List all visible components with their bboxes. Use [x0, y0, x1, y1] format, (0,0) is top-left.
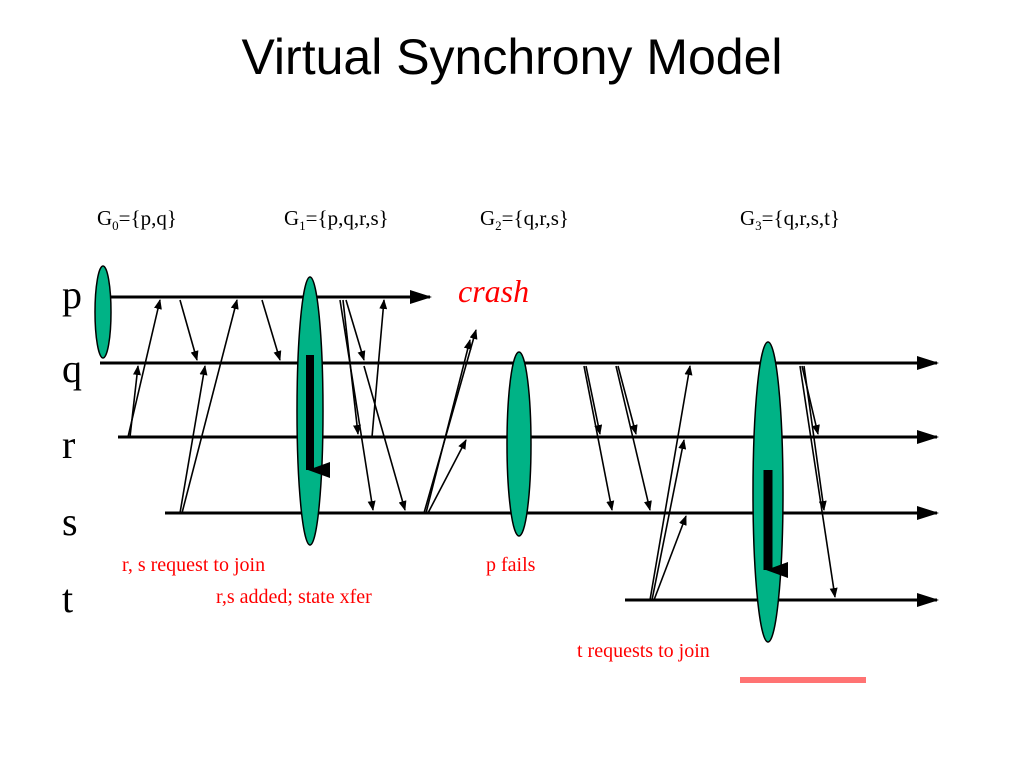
message-arrow: [585, 365, 603, 435]
message-arrow: [425, 339, 472, 514]
annotation-rs-request: r, s request to join: [122, 554, 265, 576]
messages-g1: [339, 299, 478, 514]
group-label-g1: G1={p,q,r,s}: [284, 206, 389, 233]
process-label-p: p: [62, 272, 82, 317]
message-arrow: [615, 365, 652, 511]
message-arrow: [179, 365, 208, 514]
group-label-g3: G3={q,r,s,t}: [740, 206, 840, 233]
slide-title: Virtual Synchrony Model: [241, 29, 783, 85]
messages-g0: [127, 299, 282, 514]
messages-g2: [583, 365, 693, 601]
message-arrow: [342, 299, 361, 435]
message-arrow: [129, 365, 141, 438]
message-arrow: [261, 299, 282, 361]
process-label-r: r: [62, 422, 75, 467]
crash-label: crash: [458, 273, 529, 309]
message-arrow: [345, 299, 366, 361]
message-arrow: [617, 365, 638, 435]
clipped-annotation-fragment: [740, 677, 866, 683]
message-arrow: [649, 365, 693, 601]
annotation-rs-added: r,s added; state xfer: [216, 586, 372, 608]
message-arrow: [363, 365, 407, 511]
view-change-g2: [506, 351, 532, 537]
message-arrow: [427, 439, 467, 514]
message-arrow: [803, 365, 827, 511]
annotation-p-fails: p fails: [486, 554, 536, 576]
message-arrow: [799, 365, 838, 598]
message-arrow: [181, 299, 239, 514]
group-label-g2: G2={q,r,s}: [480, 206, 569, 233]
message-arrow: [653, 515, 687, 601]
message-arrow: [651, 439, 687, 601]
message-arrow: [583, 365, 615, 511]
message-arrow: [371, 299, 388, 438]
group-label-g0: G0={p,q}: [97, 206, 177, 233]
view-change-g0: [94, 265, 112, 359]
annotation-t-request: t requests to join: [577, 640, 710, 662]
process-label-t: t: [62, 576, 73, 621]
message-arrow: [179, 299, 199, 361]
messages-g3: [799, 365, 838, 598]
message-arrow: [339, 299, 376, 511]
message-arrow: [801, 365, 820, 435]
process-label-q: q: [62, 346, 82, 391]
process-label-s: s: [62, 499, 78, 544]
